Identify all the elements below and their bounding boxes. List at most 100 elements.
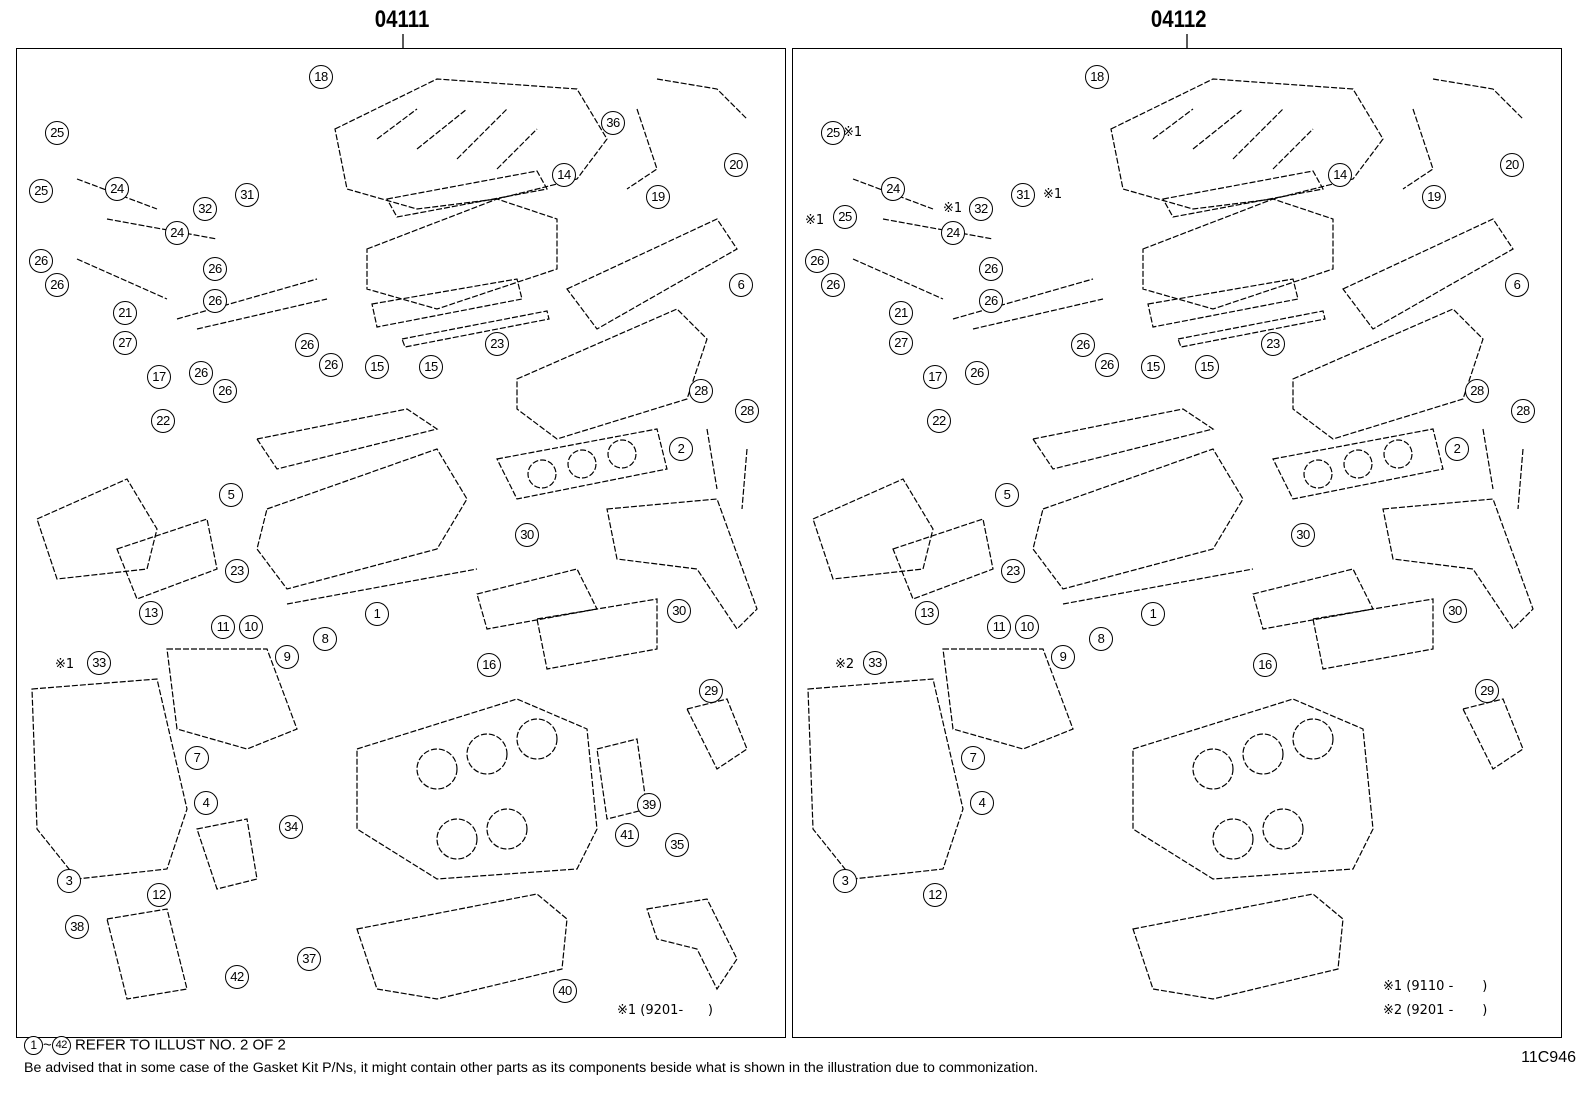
part-callout-26: 26 <box>213 379 237 403</box>
part-callout-1: 1 <box>365 602 389 626</box>
part-callout-12: 12 <box>147 883 171 907</box>
part-callout-15: 15 <box>1141 355 1165 379</box>
part-callout-13: 13 <box>139 601 163 625</box>
part-callout-3: 3 <box>57 869 81 893</box>
part-callout-4: 4 <box>970 791 994 815</box>
part-callout-26: 26 <box>979 257 1003 281</box>
part-callout-24: 24 <box>941 221 965 245</box>
part-callout-11: 11 <box>211 615 235 639</box>
part-callout-26: 26 <box>805 249 829 273</box>
part-callout-9: 9 <box>1051 645 1075 669</box>
part-callout-29: 29 <box>1475 679 1499 703</box>
part-callout-27: 27 <box>113 331 137 355</box>
part-callout-31: 31 <box>235 183 259 207</box>
kit-label-04112: 04112 <box>1150 6 1207 33</box>
part-callout-17: 17 <box>923 365 947 389</box>
part-callout-8: 8 <box>313 627 337 651</box>
part-callout-1: 1 <box>1141 602 1165 626</box>
part-callout-16: 16 <box>1253 653 1277 677</box>
part-callout-37: 37 <box>297 947 321 971</box>
part-callout-33: 33 <box>87 651 111 675</box>
part-callout-26: 26 <box>45 273 69 297</box>
part-callout-25: 25 <box>821 121 845 145</box>
part-callout-26: 26 <box>203 257 227 281</box>
refer-end-callout: 42 <box>51 1036 71 1055</box>
part-callout-6: 6 <box>1505 273 1529 297</box>
part-callout-15: 15 <box>1195 355 1219 379</box>
part-callout-25: 25 <box>45 121 69 145</box>
part-callout-23: 23 <box>485 332 509 356</box>
part-callout-13: 13 <box>915 601 939 625</box>
part-callout-11: 11 <box>987 615 1011 639</box>
part-callout-26: 26 <box>821 273 845 297</box>
part-callout-26: 26 <box>319 353 343 377</box>
part-callout-9: 9 <box>275 645 299 669</box>
part-callout-28: 28 <box>689 379 713 403</box>
application-mark: ※1 <box>805 213 825 228</box>
part-callout-23: 23 <box>1001 559 1025 583</box>
part-callout-5: 5 <box>219 483 243 507</box>
refer-start-callout: 1 <box>24 1036 43 1055</box>
part-callout-7: 7 <box>961 746 985 770</box>
illustration-code: 11C946 <box>1521 1049 1576 1066</box>
part-callout-39: 39 <box>637 793 661 817</box>
part-callout-26: 26 <box>203 289 227 313</box>
part-callout-10: 10 <box>1015 615 1039 639</box>
part-callout-20: 20 <box>724 153 748 177</box>
part-callout-16: 16 <box>477 653 501 677</box>
refer-note: 1~42 REFER TO ILLUST NO. 2 OF 2 <box>24 1036 286 1055</box>
part-callout-24: 24 <box>165 221 189 245</box>
part-callout-28: 28 <box>1511 399 1535 423</box>
part-callout-24: 24 <box>881 177 905 201</box>
application-mark: ※1 <box>55 657 75 672</box>
part-callout-36: 36 <box>601 111 625 135</box>
part-callout-28: 28 <box>735 399 759 423</box>
part-callout-20: 20 <box>1500 153 1524 177</box>
application-mark: ※1 <box>943 201 963 216</box>
part-callout-18: 18 <box>309 65 333 89</box>
refer-text: REFER TO ILLUST NO. 2 OF 2 <box>74 1036 286 1054</box>
part-callout-24: 24 <box>105 177 129 201</box>
part-callout-21: 21 <box>889 301 913 325</box>
part-callout-22: 22 <box>927 409 951 433</box>
part-callout-27: 27 <box>889 331 913 355</box>
part-callout-15: 15 <box>419 355 443 379</box>
part-callout-12: 12 <box>923 883 947 907</box>
exploded-view-drawing <box>31 78 758 1000</box>
part-callout-17: 17 <box>147 365 171 389</box>
part-callout-30: 30 <box>667 599 691 623</box>
application-mark: ※1 <box>1043 187 1063 202</box>
application-mark: ※2 <box>835 657 855 672</box>
part-callout-6: 6 <box>729 273 753 297</box>
part-callout-30: 30 <box>1443 599 1467 623</box>
part-callout-30: 30 <box>515 523 539 547</box>
advisory-note: Be advised that in some case of the Gask… <box>24 1060 1039 1076</box>
part-callout-14: 14 <box>552 163 576 187</box>
kit-label-leaders <box>402 34 1188 48</box>
part-callout-19: 19 <box>1422 185 1446 209</box>
part-callout-33: 33 <box>863 651 887 675</box>
part-callout-2: 2 <box>1445 437 1469 461</box>
part-callout-25: 25 <box>833 205 857 229</box>
application-note: ※2 (9201 - ) <box>1383 1003 1488 1018</box>
part-callout-26: 26 <box>1071 333 1095 357</box>
part-callout-10: 10 <box>239 615 263 639</box>
part-callout-5: 5 <box>995 483 1019 507</box>
part-callout-38: 38 <box>65 915 89 939</box>
part-callout-35: 35 <box>665 833 689 857</box>
part-callout-23: 23 <box>1261 332 1285 356</box>
part-callout-15: 15 <box>365 355 389 379</box>
part-callout-3: 3 <box>833 869 857 893</box>
part-callout-42: 42 <box>225 965 249 989</box>
part-callout-31: 31 <box>1011 183 1035 207</box>
part-callout-4: 4 <box>194 791 218 815</box>
part-callout-21: 21 <box>113 301 137 325</box>
part-callout-7: 7 <box>185 746 209 770</box>
part-callout-26: 26 <box>965 361 989 385</box>
part-callout-23: 23 <box>225 559 249 583</box>
part-callout-26: 26 <box>189 361 213 385</box>
part-callout-18: 18 <box>1085 65 1109 89</box>
part-callout-28: 28 <box>1465 379 1489 403</box>
part-callout-26: 26 <box>979 289 1003 313</box>
